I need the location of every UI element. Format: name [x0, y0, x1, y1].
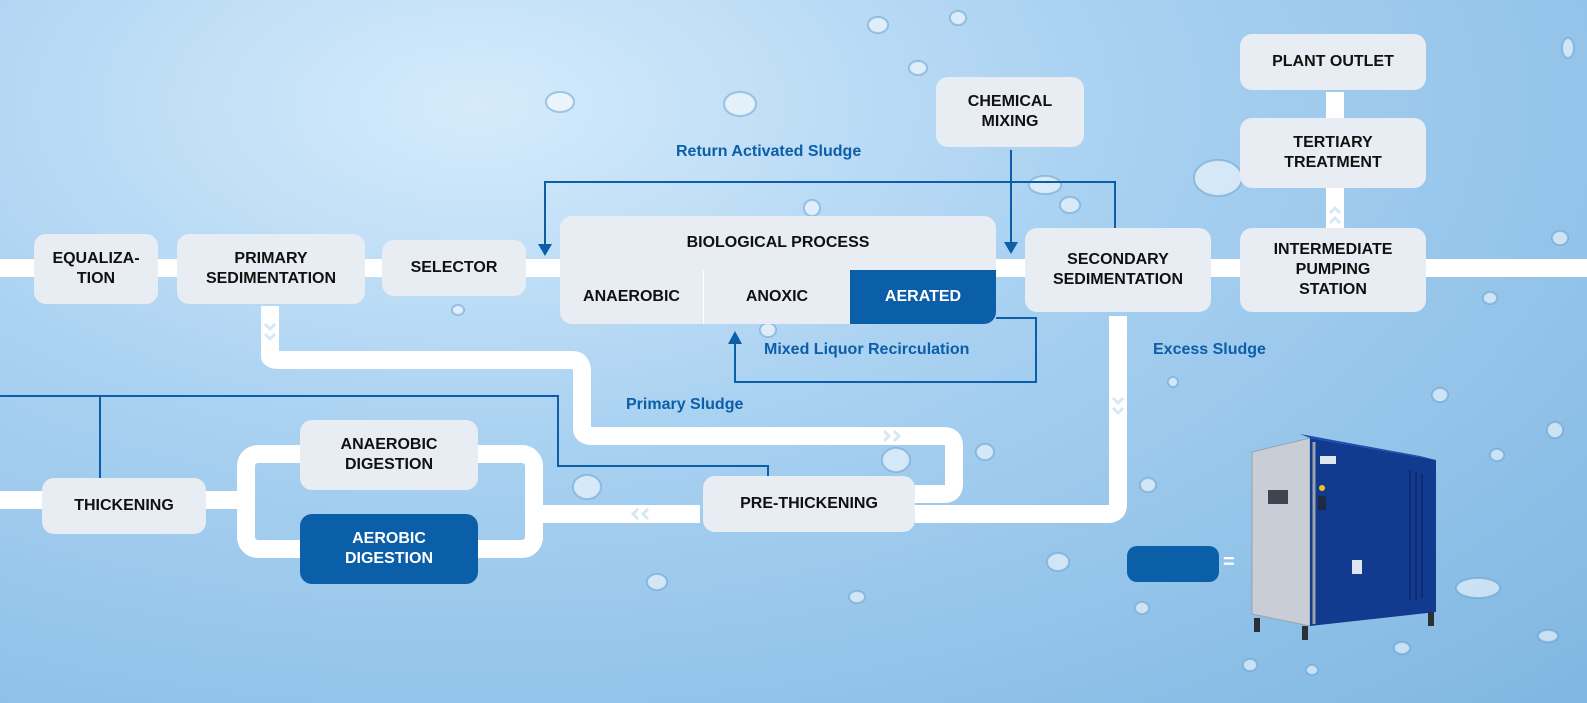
- node-plant-outlet: PLANT OUTLET: [1240, 34, 1426, 90]
- zone-anoxic: ANOXIC: [745, 288, 809, 305]
- chevron-left-icon: [640, 507, 650, 521]
- node-chemical-mixing: CHEMICAL MIXING: [936, 77, 1084, 147]
- return-activated-sludge-line: [544, 181, 1116, 246]
- chevron-down-icon: [263, 322, 277, 332]
- label-mixed-liquor-recirculation: Mixed Liquor Recirculation: [764, 341, 970, 358]
- node-primary-sedimentation: PRIMARY SEDIMENTATION: [177, 234, 365, 304]
- arrow-down-icon: [538, 244, 552, 256]
- label-primary-sludge: Primary Sludge: [626, 396, 744, 413]
- node-tertiary-treatment: TERTIARY TREATMENT: [1240, 118, 1426, 188]
- biological-process-title: BIOLOGICAL PROCESS: [686, 234, 870, 251]
- chevron-up-icon: [1328, 205, 1342, 215]
- chevron-left-icon: [630, 507, 640, 521]
- legend-swatch: [1127, 546, 1219, 582]
- zone-aerated: AERATED: [850, 270, 996, 324]
- mixed-liquor-recirculation-line: [734, 317, 1037, 383]
- blower-unit-icon: [1251, 434, 1436, 640]
- node-intermediate-pumping-station: INTERMEDIATE PUMPING STATION: [1240, 228, 1426, 312]
- label-excess-sludge: Excess Sludge: [1153, 341, 1266, 358]
- thickening-link-line: [0, 395, 769, 478]
- label-return-activated-sludge: Return Activated Sludge: [676, 143, 862, 160]
- node-biological-process: BIOLOGICAL PROCESS ANAEROBIC ANOXIC AERA…: [560, 216, 996, 324]
- chevron-down-icon: [1111, 396, 1125, 406]
- legend-equals: =: [1223, 551, 1235, 573]
- arrow-up-icon: [728, 331, 742, 344]
- node-secondary-sedimentation: SECONDARY SEDIMENTATION: [1025, 228, 1211, 312]
- node-anaerobic-digestion: ANAEROBIC DIGESTION: [300, 420, 478, 490]
- arrow-down-icon: [1004, 242, 1018, 254]
- chevron-right-icon: [882, 429, 892, 443]
- node-aerobic-digestion: AEROBIC DIGESTION: [300, 514, 478, 584]
- chevron-right-icon: [892, 429, 902, 443]
- primary-sludge-pipe: [261, 306, 963, 503]
- excess-sludge-pipe: [915, 316, 1127, 523]
- node-thickening: THICKENING: [42, 478, 206, 534]
- zone-anaerobic: ANAEROBIC: [560, 270, 704, 324]
- node-selector: SELECTOR: [382, 240, 526, 296]
- chevron-down-icon: [263, 332, 277, 342]
- node-equalization: EQUALIZA- TION: [34, 234, 158, 304]
- node-pre-thickening: PRE-THICKENING: [703, 476, 915, 532]
- chevron-up-icon: [1328, 215, 1342, 225]
- chevron-down-icon: [1111, 406, 1125, 416]
